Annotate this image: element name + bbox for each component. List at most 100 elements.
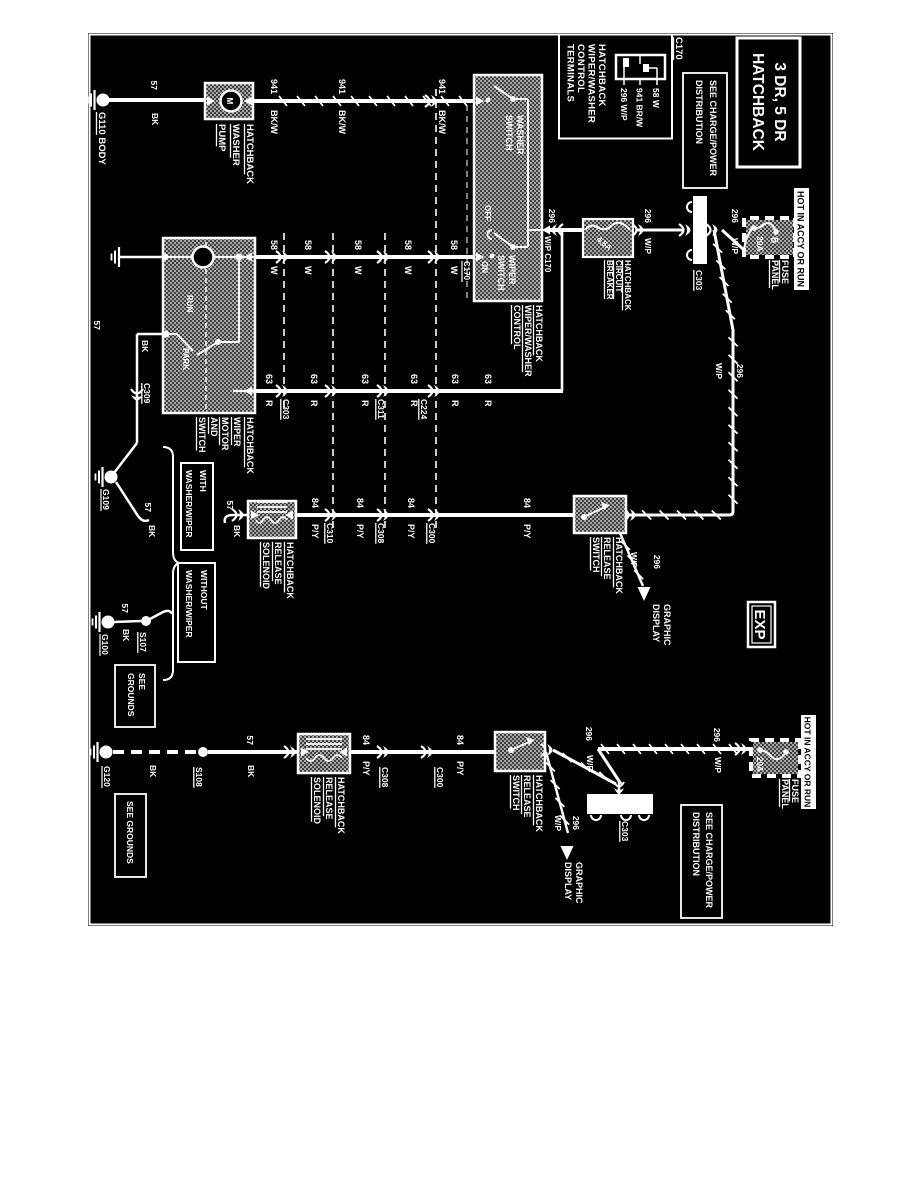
- svg-text:WASHER/WIPER: WASHER/WIPER: [184, 470, 194, 538]
- svg-text:EXP: EXP: [751, 609, 768, 639]
- svg-text:SEE GROUNDS: SEE GROUNDS: [125, 801, 135, 864]
- svg-text:P/Y: P/Y: [310, 524, 320, 539]
- svg-text:P/Y: P/Y: [361, 761, 371, 776]
- svg-text:941 BR/W: 941 BR/W: [635, 88, 645, 128]
- svg-text:57: 57: [120, 604, 130, 614]
- svg-text:58: 58: [353, 240, 363, 250]
- svg-text:BK: BK: [246, 765, 256, 778]
- svg-text:R: R: [360, 400, 370, 407]
- svg-text:WASHER: WASHER: [515, 115, 525, 155]
- svg-text:RELEASE: RELEASE: [602, 537, 612, 580]
- svg-text:RUN: RUN: [185, 295, 194, 313]
- svg-text:HOT IN ACCY OR RUN: HOT IN ACCY OR RUN: [796, 191, 806, 287]
- svg-text:63: 63: [264, 374, 274, 384]
- svg-text:58: 58: [303, 240, 313, 250]
- svg-text:W/P: W/P: [643, 238, 653, 254]
- svg-text:63: 63: [450, 374, 460, 384]
- svg-text:SWITCH: SWITCH: [591, 537, 601, 573]
- svg-text:RELEASE: RELEASE: [273, 542, 283, 585]
- svg-text:W/P: W/P: [730, 238, 740, 254]
- svg-text:W/P: W/P: [713, 757, 723, 773]
- svg-text:WIPER/WASHER: WIPER/WASHER: [586, 44, 597, 123]
- svg-text:HATCHBACK: HATCHBACK: [534, 305, 544, 362]
- svg-text:BREAKER: BREAKER: [605, 260, 614, 300]
- svg-text:84: 84: [406, 498, 416, 508]
- svg-text:W: W: [353, 266, 363, 275]
- svg-text:W/P C170: W/P C170: [543, 236, 552, 273]
- svg-text:C303: C303: [620, 821, 630, 842]
- svg-text:SOLENOID: SOLENOID: [312, 777, 322, 825]
- svg-text:FUSE: FUSE: [780, 260, 790, 284]
- svg-text:WIPER: WIPER: [507, 255, 517, 285]
- svg-text:AND: AND: [209, 417, 219, 437]
- svg-text:HATCHBACK: HATCHBACK: [614, 537, 624, 594]
- svg-text:P/Y: P/Y: [406, 524, 416, 539]
- svg-text:P/Y: P/Y: [355, 524, 365, 539]
- svg-text:WASHER: WASHER: [230, 124, 241, 166]
- svg-text:BK: BK: [150, 113, 160, 126]
- svg-text:HATCHBACK: HATCHBACK: [534, 775, 544, 832]
- svg-text:P/Y: P/Y: [455, 761, 465, 776]
- svg-text:S107: S107: [138, 632, 148, 652]
- svg-text:63: 63: [409, 374, 419, 384]
- svg-text:58: 58: [403, 240, 413, 250]
- svg-text:BK/W: BK/W: [337, 110, 347, 134]
- svg-text:WITHOUT: WITHOUT: [199, 570, 209, 610]
- svg-text:BK: BK: [121, 629, 131, 642]
- svg-text:GRAPHIC: GRAPHIC: [574, 862, 584, 904]
- svg-text:PUMP: PUMP: [216, 124, 227, 152]
- svg-text:941: 941: [337, 79, 347, 94]
- svg-text:SOLENOID: SOLENOID: [261, 542, 271, 590]
- svg-text:C303: C303: [694, 270, 704, 291]
- svg-text:PARK: PARK: [181, 348, 190, 370]
- svg-text:M: M: [225, 98, 234, 105]
- svg-text:WITH: WITH: [198, 470, 208, 492]
- svg-text:63: 63: [483, 374, 493, 384]
- svg-text:W: W: [403, 266, 413, 275]
- svg-text:HATCHBACK: HATCHBACK: [285, 542, 295, 599]
- svg-text:57: 57: [92, 321, 102, 331]
- svg-text:C308: C308: [376, 523, 386, 544]
- svg-text:HATCHBACK: HATCHBACK: [623, 260, 632, 311]
- svg-text:W: W: [449, 266, 459, 275]
- svg-text:W/P: W/P: [714, 363, 724, 379]
- svg-text:R: R: [309, 400, 319, 407]
- svg-text:296: 296: [652, 555, 662, 569]
- svg-text:DISPLAY: DISPLAY: [563, 862, 573, 900]
- svg-text:SWITCH: SWITCH: [511, 775, 521, 811]
- svg-text:G120: G120: [102, 766, 112, 787]
- svg-text:3 DR, 5 DR: 3 DR, 5 DR: [771, 62, 788, 141]
- svg-text:SWITCH: SWITCH: [197, 417, 207, 453]
- svg-text:C300: C300: [435, 767, 445, 788]
- svg-text:296: 296: [712, 728, 722, 742]
- svg-text:941: 941: [269, 79, 279, 94]
- svg-text:DISPLAY: DISPLAY: [651, 604, 661, 642]
- svg-text:941: 941: [437, 79, 447, 94]
- svg-text:R: R: [483, 400, 493, 407]
- svg-text:C308: C308: [380, 767, 390, 788]
- svg-text:C310: C310: [325, 523, 335, 544]
- svg-text:GROUNDS: GROUNDS: [126, 673, 136, 717]
- svg-text:HATCHBACK: HATCHBACK: [596, 44, 607, 107]
- svg-text:C309: C309: [142, 383, 152, 404]
- svg-text:BK/W: BK/W: [437, 110, 447, 134]
- svg-text:296: 296: [730, 209, 740, 223]
- svg-text:84: 84: [355, 498, 365, 508]
- svg-text:DISTRIBUTION: DISTRIBUTION: [691, 812, 701, 876]
- svg-text:DISTRIBUTION: DISTRIBUTION: [694, 80, 704, 144]
- svg-text:R: R: [409, 400, 419, 407]
- svg-text:63: 63: [309, 374, 319, 384]
- svg-text:20A: 20A: [755, 236, 765, 252]
- svg-text:HOT IN ACCY OR RUN: HOT IN ACCY OR RUN: [803, 717, 813, 808]
- svg-text:HATCHBACK: HATCHBACK: [244, 124, 255, 184]
- svg-text:SWITCH: SWITCH: [504, 115, 514, 151]
- svg-text:G109: G109: [101, 489, 111, 510]
- svg-text:P/Y: P/Y: [522, 524, 532, 539]
- svg-text:296: 296: [643, 209, 653, 223]
- svg-text:20A: 20A: [755, 757, 764, 772]
- svg-text:C311: C311: [376, 399, 386, 419]
- svg-text:CONTROL: CONTROL: [575, 44, 586, 93]
- svg-text:296: 296: [735, 364, 745, 378]
- svg-text:FUSE: FUSE: [790, 779, 800, 803]
- svg-text:58 W: 58 W: [651, 88, 661, 109]
